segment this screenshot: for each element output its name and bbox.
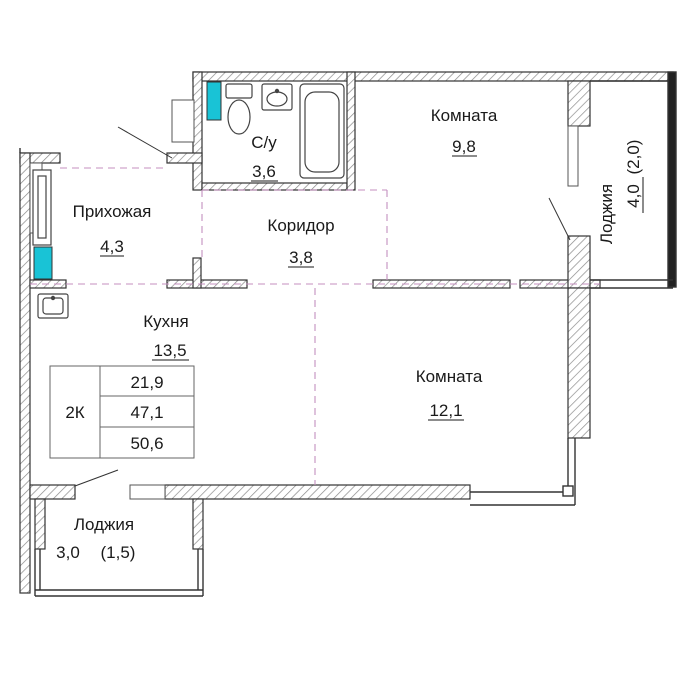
bathroom-name: С/у <box>251 133 277 152</box>
area-underlines <box>100 155 644 421</box>
loggia-left-name: Лоджия <box>74 515 134 534</box>
kitchen-name: Кухня <box>143 312 189 331</box>
hallway-area: 4,3 <box>100 237 124 256</box>
wardrobe <box>32 169 52 246</box>
hallway-accent <box>33 246 53 280</box>
summary-table <box>49 365 195 459</box>
loggia-left-area: 3,0 <box>56 543 80 562</box>
loggia-right-area: 4,0 <box>624 184 643 208</box>
bathroom-area: 3,6 <box>252 162 276 181</box>
total-area: 47,1 <box>130 403 163 422</box>
loggia-right-name: Лоджия <box>597 184 616 244</box>
outer-edges <box>19 71 677 597</box>
room-large-area: 12,1 <box>429 401 462 420</box>
toilet <box>225 83 253 135</box>
door-lines <box>74 126 571 487</box>
room-large-name: Комната <box>416 367 483 386</box>
corridor-area: 3,8 <box>289 248 313 267</box>
bathtub <box>299 83 345 179</box>
total-with-loggia: 50,6 <box>130 434 163 453</box>
sink-kitchen <box>37 293 69 319</box>
zone-dividers <box>30 167 600 485</box>
apartment-type: 2К <box>65 403 84 422</box>
loggia-left-area-reduced: (1,5) <box>101 543 136 562</box>
bathroom-accent <box>206 81 222 121</box>
kitchen-area: 13,5 <box>153 341 186 360</box>
living-area: 21,9 <box>130 373 163 392</box>
loggia-right-area-reduced: (2,0) <box>624 140 643 175</box>
room-small-area: 9,8 <box>452 137 476 156</box>
hallway-name: Прихожая <box>73 202 152 221</box>
corridor-name: Коридор <box>267 216 334 235</box>
sink-bathroom <box>261 83 293 111</box>
room-small-name: Комната <box>431 106 498 125</box>
